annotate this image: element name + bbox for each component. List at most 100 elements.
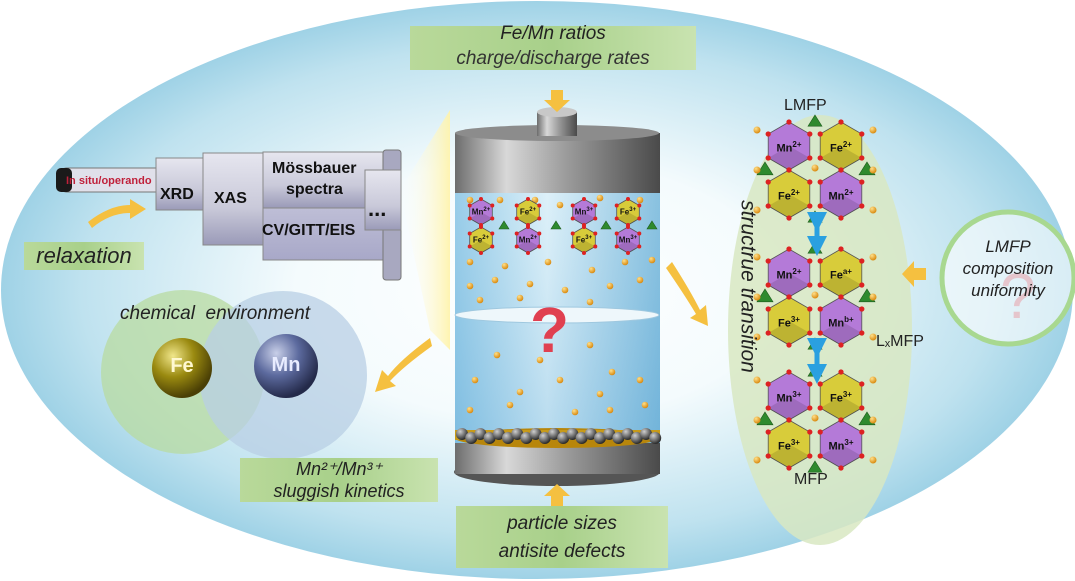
li-ion: [506, 401, 514, 409]
anode-particles: [456, 428, 662, 444]
fe-ion-label: Fe3+: [830, 390, 852, 405]
fe-octahedron-shade: [768, 194, 810, 218]
oxygen-atom: [765, 179, 771, 185]
fe-octahedron-shade: [768, 321, 810, 345]
oxygen-atom: [467, 216, 472, 221]
graphite-particle: [529, 428, 542, 440]
oxygen-atom: [786, 294, 792, 300]
particle-sizes-box: [456, 506, 668, 568]
li-ion: [869, 166, 877, 174]
oxygen-atom: [570, 244, 575, 249]
oxygen-atom: [593, 231, 598, 236]
oxygen-atom: [817, 258, 823, 264]
oxygen-atom: [570, 216, 575, 221]
xas-label: XAS: [214, 190, 247, 207]
oxygen-atom: [765, 381, 771, 387]
po4-tetrahedron: [646, 220, 658, 230]
mn-ion-label: Mn2+: [776, 140, 802, 155]
graphite-particle: [520, 432, 533, 444]
arrow-into-battery-top: [544, 90, 570, 112]
oxygen-atom: [838, 369, 844, 375]
po4-tetrahedron: [756, 411, 774, 426]
charge-discharge-rates-label: charge/discharge rates: [456, 48, 650, 69]
oxygen-atom: [514, 244, 519, 249]
oxygen-atom: [807, 453, 813, 459]
oxygen-atom: [838, 215, 844, 221]
li-ion: [869, 293, 877, 301]
graphite-particle: [649, 432, 662, 444]
graphite-particle: [456, 428, 468, 440]
relaxation-box: [24, 242, 144, 270]
oxygen-atom: [786, 465, 792, 471]
oxygen-atom: [570, 231, 575, 236]
oxygen-atom: [859, 405, 865, 411]
battery-fe-octahedron-shade: [469, 240, 493, 253]
oxygen-atom: [593, 216, 598, 221]
oxygen-atom: [859, 179, 865, 185]
oxygen-atom: [626, 251, 630, 255]
mn-atom-label: Mn: [271, 354, 301, 376]
oxygen-atom: [786, 119, 792, 125]
oxygen-atom: [765, 429, 771, 435]
fe-octahedron-shade: [820, 396, 862, 420]
fe-octahedron-shade: [820, 146, 862, 170]
li-ion: [869, 456, 877, 464]
oxygen-atom: [817, 203, 823, 209]
li-ion: [476, 296, 484, 304]
uniformity-line-3: uniformity: [971, 281, 1045, 300]
arrow-from-uniformity: [902, 261, 926, 287]
oxygen-atom: [817, 453, 823, 459]
li-ion: [869, 126, 877, 134]
graphite-particle: [548, 428, 560, 440]
li-ion: [608, 368, 616, 376]
oxygen-atom: [582, 197, 586, 201]
graphite-particle: [511, 428, 524, 440]
graphite-particle: [483, 432, 496, 444]
oxygen-atom: [626, 197, 630, 201]
mn-redox-label: Mn²⁺/Mn³⁺: [295, 459, 382, 479]
oxygen-atom: [626, 225, 630, 229]
graphite-particle: [566, 428, 579, 440]
li-ion: [586, 298, 594, 306]
li-ion: [753, 206, 761, 214]
oxygen-atom: [859, 258, 865, 264]
battery-mn-octahedron-shade: [572, 212, 596, 225]
oxygen-atom: [786, 342, 792, 348]
li-ion: [753, 126, 761, 134]
oxygen-atom: [817, 330, 823, 336]
graphite-particle: [640, 428, 652, 440]
graphite-particle: [612, 432, 625, 444]
oxygen-atom: [765, 282, 771, 288]
battery-ion-label: Fe2+: [519, 207, 537, 217]
oxygen-atom: [765, 405, 771, 411]
li-ion: [869, 333, 877, 341]
oxygen-atom: [765, 258, 771, 264]
oxygen-atom: [467, 203, 472, 208]
po4-tetrahedron: [807, 460, 823, 473]
tool-funnel: [400, 110, 450, 350]
oxygen-atom: [537, 216, 542, 221]
graphite-particle: [465, 432, 478, 444]
li-ion: [466, 258, 474, 266]
oxygen-atom: [765, 453, 771, 459]
oxygen-atom: [514, 231, 519, 236]
oxygen-atom: [637, 231, 642, 236]
oxygen-atom: [526, 251, 530, 255]
po4-tetrahedron: [756, 161, 774, 176]
kinetics-box: [240, 458, 438, 502]
oxygen-atom: [838, 119, 844, 125]
mn-octahedron-shade: [768, 146, 810, 170]
li-ion: [869, 376, 877, 384]
battery-fe-octahedron-shade: [516, 212, 540, 225]
oxygen-atom: [614, 231, 619, 236]
po4-tetrahedron: [807, 114, 823, 127]
oxygen-atom: [467, 244, 472, 249]
xas-segment: [202, 152, 268, 246]
oxygen-atom: [614, 216, 619, 221]
oxygen-atom: [859, 429, 865, 435]
oxygen-atom: [859, 203, 865, 209]
fe-octahedron-shade: [820, 273, 862, 297]
mn-octahedron-shade: [768, 396, 810, 420]
po4-tetrahedron: [600, 220, 612, 230]
battery-ion-label: Fe3+: [619, 207, 637, 217]
